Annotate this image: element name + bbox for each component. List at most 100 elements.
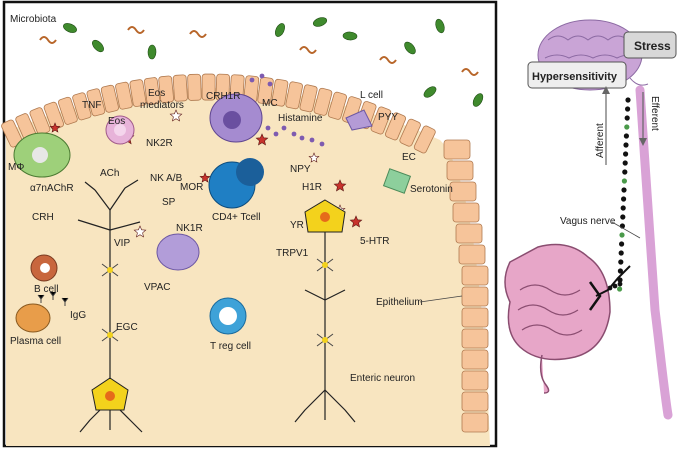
label-vip: VIP bbox=[114, 238, 130, 249]
mediator-star bbox=[49, 122, 61, 133]
histamine-granule bbox=[281, 125, 287, 131]
intestine bbox=[504, 243, 611, 394]
bacterium-rod bbox=[299, 46, 317, 54]
bacterium bbox=[435, 18, 445, 34]
label-yr: YR bbox=[290, 220, 304, 231]
histamine-granule bbox=[291, 131, 297, 137]
epithelial-cell bbox=[461, 370, 489, 391]
label-sp: SP bbox=[162, 197, 176, 208]
bacterium bbox=[472, 93, 484, 107]
label-plasma-cell: Plasma cell bbox=[10, 336, 61, 347]
label-nk1r: NK1R bbox=[176, 223, 203, 234]
histamine-granule bbox=[319, 141, 325, 147]
epithelial-cell bbox=[158, 75, 175, 103]
enteric-neuron-right bbox=[294, 222, 356, 423]
enteric-glia bbox=[101, 258, 334, 347]
epithelial-cell bbox=[115, 81, 133, 110]
bacterium bbox=[92, 39, 104, 53]
epithelial-cell bbox=[461, 286, 489, 307]
hypersensitivity-box bbox=[527, 61, 627, 89]
epithelial-cell bbox=[57, 96, 78, 125]
glia-cell bbox=[322, 337, 328, 343]
label-hypersensitivity: Hypersensitivity bbox=[532, 71, 618, 83]
mediator-star bbox=[255, 133, 269, 146]
epithelial-cell bbox=[461, 265, 489, 286]
vagus-signal-dot bbox=[624, 124, 630, 130]
epithelial-cell bbox=[446, 160, 474, 181]
efferent-arrow-head bbox=[639, 138, 647, 146]
glia-cell bbox=[107, 267, 113, 273]
vagus-signal-dot bbox=[625, 106, 631, 112]
bacterium bbox=[404, 41, 416, 55]
label-stress: Stress bbox=[634, 39, 671, 53]
histamine-granule bbox=[299, 135, 305, 141]
label-histamine: Histamine bbox=[278, 113, 323, 124]
bacterium-rod bbox=[127, 26, 145, 34]
vagus-signal-dot bbox=[622, 169, 628, 175]
vagus-signal-dot bbox=[619, 232, 625, 238]
epithelial-cell bbox=[370, 106, 392, 135]
label-crh1r: CRH1R bbox=[206, 91, 240, 102]
mediator-star bbox=[333, 179, 347, 192]
epithelial-cell bbox=[452, 202, 480, 223]
label-nk2r: NK2R bbox=[146, 138, 173, 149]
label-serotonin: Serotonin bbox=[410, 184, 453, 195]
vagus-signal-dot bbox=[621, 187, 627, 193]
neuron-nucleus-top bbox=[320, 212, 330, 222]
vagus-signal-dot bbox=[617, 286, 623, 292]
plasma-cell bbox=[15, 303, 51, 333]
epithelium-layer bbox=[1, 73, 489, 433]
epithelial-cell bbox=[458, 244, 486, 265]
label-eos-mediators-2: mediators bbox=[140, 100, 184, 111]
label-efferent: Efferent bbox=[649, 96, 660, 131]
vagus-signal-dot bbox=[620, 205, 626, 211]
label-5htr: 5-HTR bbox=[360, 236, 389, 247]
bacterium bbox=[423, 86, 437, 98]
treg-nucleus bbox=[219, 307, 237, 325]
epithelial-cell bbox=[455, 223, 483, 244]
label-enteric-neuron: Enteric neuron bbox=[350, 373, 415, 384]
label-a7nachr: α7nAChR bbox=[30, 183, 74, 194]
vagus-nerve bbox=[635, 85, 673, 420]
label-l-cell: L cell bbox=[360, 90, 383, 101]
label-pyy: PYY bbox=[378, 112, 398, 123]
vagus-signal-dot bbox=[619, 241, 625, 247]
label-crh: CRH bbox=[32, 212, 54, 223]
label-eos-mediators-1: Eos bbox=[148, 88, 165, 99]
bacterium-rod bbox=[39, 36, 57, 44]
epithelial-cell bbox=[201, 73, 216, 101]
vagus-signal-dot bbox=[623, 133, 630, 139]
l-cell bbox=[345, 109, 373, 131]
stress-box bbox=[623, 31, 677, 59]
label-eos: Eos bbox=[108, 116, 125, 127]
bacterium-rod bbox=[189, 30, 207, 38]
epithelial-cell bbox=[461, 349, 489, 370]
label-vagus-nerve: Vagus nerve bbox=[560, 216, 616, 227]
label-microbiota: Microbiota bbox=[10, 14, 57, 25]
vagus-label-pointer bbox=[611, 221, 641, 239]
label-npy: NPY bbox=[290, 164, 311, 175]
bacterium bbox=[147, 44, 157, 60]
epithelial-cell bbox=[143, 77, 161, 105]
neuron-nucleus bbox=[105, 391, 115, 401]
label-afferent: Afferent bbox=[595, 123, 606, 158]
epithelium-pointer bbox=[419, 295, 463, 303]
vagus-signal-dot bbox=[617, 268, 624, 274]
epithelial-cell bbox=[449, 181, 477, 202]
b-cell-nucleus bbox=[40, 263, 50, 273]
epithelial-cell bbox=[399, 118, 421, 147]
vagus-signal-dot bbox=[621, 178, 628, 184]
vagus-signal-dot bbox=[617, 281, 623, 287]
label-tnf: TNF bbox=[82, 100, 101, 111]
label-ach: ACh bbox=[100, 168, 119, 179]
macrophage-nucleus bbox=[32, 147, 48, 163]
label-mor: MOR bbox=[180, 182, 203, 193]
vagus-signal-dot bbox=[624, 115, 630, 121]
epithelial-cell bbox=[413, 125, 436, 154]
glia-cell bbox=[107, 332, 113, 338]
epithelial-cell bbox=[299, 84, 318, 113]
label-igg: IgG bbox=[70, 310, 86, 321]
epithelial-cell bbox=[86, 88, 106, 117]
epithelial-cell bbox=[461, 412, 489, 433]
